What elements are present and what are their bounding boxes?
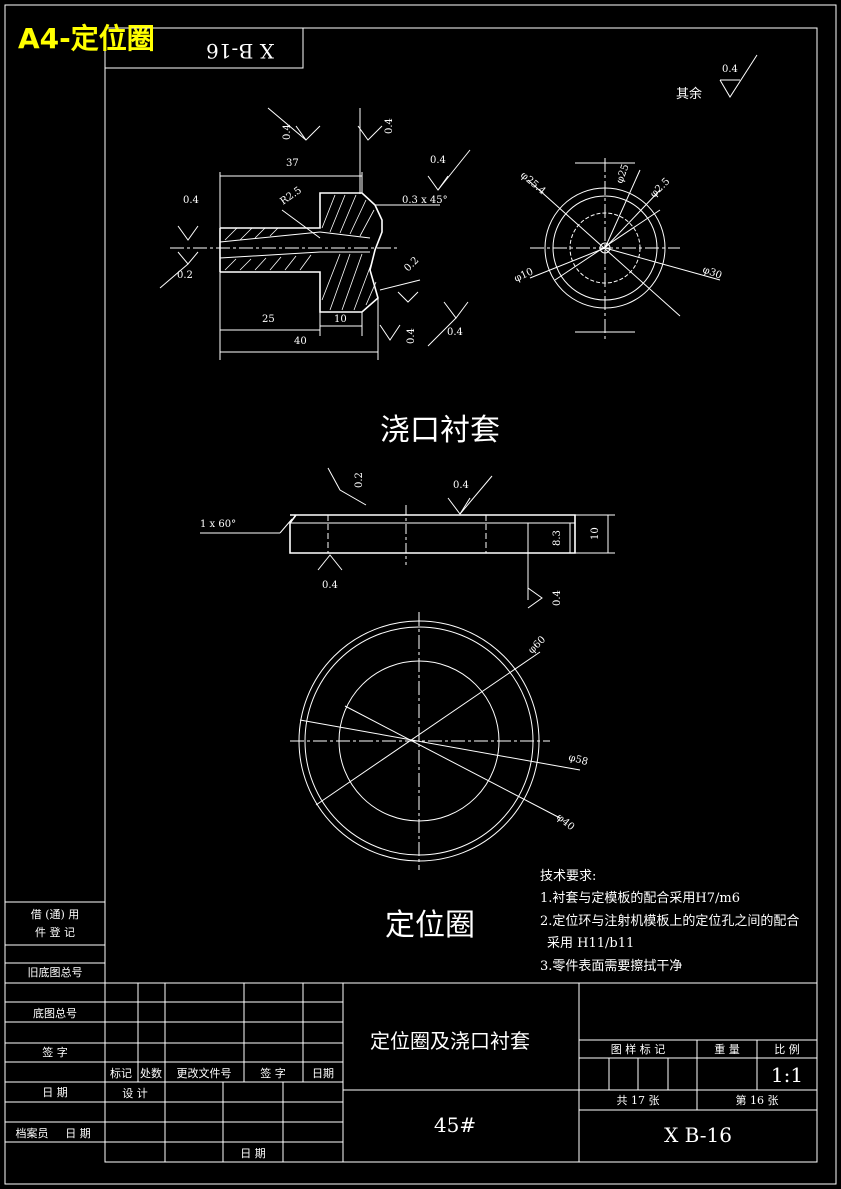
- bushing-title: 浇口衬套: [380, 413, 500, 448]
- side-date: 日 期: [42, 1086, 68, 1099]
- tech-line-3: 采用 H11/b11: [547, 936, 634, 951]
- roughness-bushing-e: 0.2: [177, 270, 193, 281]
- dim-25: 25: [262, 314, 275, 325]
- dim-phi58: φ58: [567, 752, 589, 768]
- bushing-section: [159, 107, 471, 360]
- side-archive-date: 日 期: [65, 1127, 91, 1140]
- dim-ring-83: 8.3: [552, 530, 563, 546]
- side-borrow-2: 件 登 记: [35, 925, 75, 939]
- header-count: 处数: [140, 1067, 162, 1080]
- top-code-box: [104, 27, 304, 69]
- top-code: X B-16: [206, 39, 274, 63]
- side-sign: 签 字: [42, 1045, 68, 1059]
- bushing-end-view: [527, 158, 721, 340]
- header-sign: 签 字: [260, 1066, 286, 1080]
- ring-front-view: [290, 612, 581, 870]
- side-borrow-1: 借 (通) 用: [31, 908, 80, 921]
- dim-phi25b: φ2.5: [648, 176, 672, 200]
- drawing-code: X B-16: [664, 1123, 732, 1147]
- drawing-name: 定位圈及浇口衬套: [370, 1029, 530, 1053]
- dim-r25: R2.5: [278, 185, 304, 207]
- dim-phi60: φ60: [526, 634, 548, 656]
- total-sheets: 共 17 张: [617, 1094, 660, 1107]
- roughness-bushing-g: 0.4: [406, 328, 417, 344]
- header-weight: 重 量: [714, 1042, 740, 1056]
- scale-value: 1:1: [771, 1063, 803, 1087]
- date-label: 日 期: [240, 1147, 266, 1160]
- header-mark: 标记: [110, 1066, 132, 1080]
- side-box: 借 (通) 用 件 登 记 旧底图总号: [5, 901, 105, 984]
- end-view-dims: φ25.4 φ25 φ2.5 φ10 φ30: [513, 163, 724, 285]
- drawing-frame: [104, 27, 818, 1163]
- dim-37: 37: [286, 158, 299, 169]
- header-change-doc: 更改文件号: [177, 1066, 232, 1080]
- roughness-ring-d: 0.4: [552, 590, 563, 606]
- side-base-no: 底图总号: [33, 1006, 77, 1020]
- tech-line-1: 1.衬套与定模板的配合采用H7/m6: [540, 890, 740, 906]
- title-block: 底图总号 签 字 日 期 档案员 日 期 标记 处数 更改文件号 签 字 日期 …: [5, 982, 817, 1162]
- dim-ring-chamfer: 1 x 60°: [200, 519, 236, 530]
- dim-40: 40: [294, 336, 307, 347]
- side-old-no: 旧底图总号: [28, 965, 83, 979]
- ring-title: 定位圈: [385, 908, 475, 943]
- header-drawing-mark: 图 样 标 记: [611, 1042, 666, 1056]
- roughness-bushing-f: 0.4: [447, 327, 463, 338]
- dim-10: 10: [334, 314, 347, 325]
- dim-phi40: φ40: [554, 812, 576, 833]
- roughness-ring-c: 0.4: [322, 580, 338, 591]
- dim-phi25: φ25: [614, 163, 631, 185]
- roughness-bushing-h: 0.2: [402, 255, 421, 274]
- ring-side-dims: 1 x 60° 10 8.3 0.2 0.4 0.4 0.4: [200, 472, 601, 606]
- roughness-ring-b: 0.4: [453, 480, 469, 491]
- ring-front-dims: φ60 φ58 φ40: [526, 634, 589, 833]
- roughness-bushing-a: 0.4: [282, 124, 293, 140]
- corner-label: A4-定位圈: [18, 22, 155, 55]
- roughness-other-prefix: 其余: [676, 86, 702, 102]
- roughness-bushing-c: 0.4: [430, 155, 446, 166]
- roughness-bushing-b: 0.4: [384, 118, 395, 134]
- dim-phi10: φ10: [513, 266, 536, 284]
- roughness-other-value: 0.4: [722, 64, 738, 75]
- tech-line-4: 3.零件表面需要擦拭干净: [540, 959, 682, 974]
- header-date: 日期: [312, 1067, 334, 1080]
- roughness-symbol-other: [719, 54, 758, 98]
- dim-chamfer: 0.3 x 45°: [402, 195, 448, 206]
- roughness-bushing-d: 0.4: [183, 195, 199, 206]
- ring-side-view: [200, 467, 615, 609]
- dim-phi30: φ30: [701, 264, 723, 281]
- material: 45#: [434, 1113, 476, 1137]
- side-archive: 档案员: [16, 1126, 49, 1140]
- outer-border: [4, 4, 837, 1185]
- dim-ring-10: 10: [590, 527, 601, 540]
- roughness-ring-a: 0.2: [354, 472, 365, 488]
- design-label: 设 计: [122, 1087, 148, 1100]
- tech-heading: 技术要求:: [540, 869, 596, 884]
- header-scale: 比 例: [774, 1042, 800, 1056]
- sheet-number: 第 16 张: [736, 1093, 779, 1107]
- dim-phi254: φ25.4: [518, 170, 548, 197]
- tech-line-2: 2.定位环与注射机模板上的定位孔之间的配合: [540, 913, 799, 929]
- tech-requirements: 技术要求: 1.衬套与定模板的配合采用H7/m6 2.定位环与注射机模板上的定位…: [540, 869, 799, 974]
